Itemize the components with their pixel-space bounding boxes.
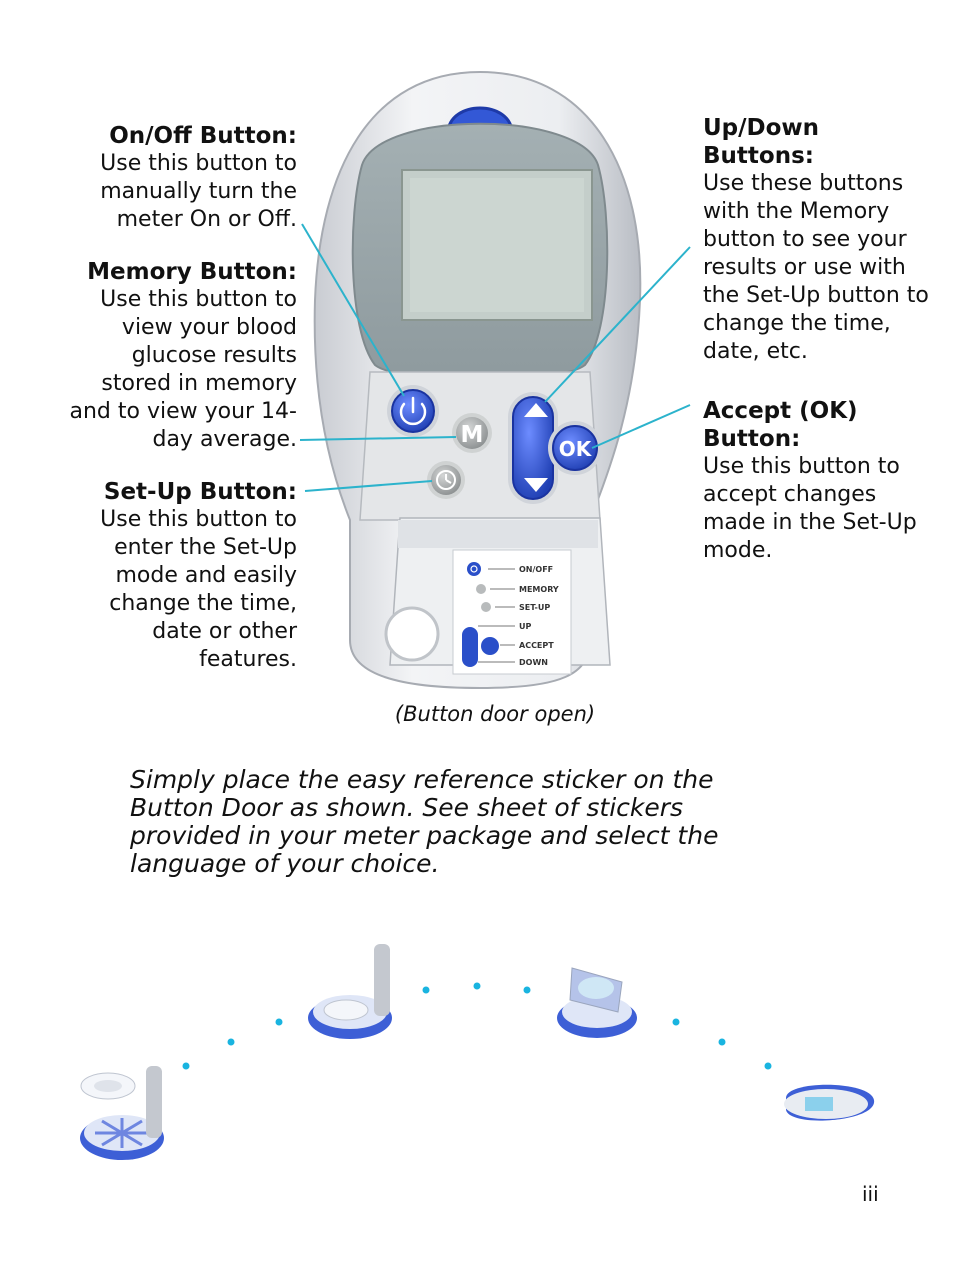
instruction-text: Simply place the easy reference sticker … — [130, 765, 719, 878]
memory-title: Memory Button: — [87, 259, 297, 285]
ok-label: OK — [559, 437, 593, 461]
clock-icon — [436, 470, 456, 490]
accept-title: Accept (OK) Button: — [703, 398, 858, 452]
setup-body: Use this button to enter the Set-Up mode… — [100, 507, 297, 672]
sticker-sequence — [80, 944, 875, 1160]
memory-callout: Memory Button: Use this button to view y… — [60, 258, 297, 454]
onoff-body: Use this button to manually turn the met… — [100, 151, 297, 232]
sequence-step-3 — [557, 967, 637, 1038]
leader-onoff — [301, 223, 405, 397]
page-number: iii — [862, 1182, 879, 1206]
sticker-label-onoff: ON/OFF — [519, 565, 553, 574]
memory-body: Use this button to view your blood gluco… — [69, 287, 297, 452]
onoff-button[interactable] — [387, 385, 439, 437]
door-hole — [384, 606, 440, 662]
leader-updown — [544, 246, 691, 403]
accept-body: Use this button to accept changes made i… — [703, 454, 917, 563]
accept-ok-button[interactable]: OK — [548, 421, 602, 475]
reference-sticker: ON/OFF MEMORY SET-UP UP ACCEPT DOWN — [452, 549, 572, 675]
sticker-label-memory: MEMORY — [519, 585, 559, 594]
leader-lines — [299, 223, 691, 492]
onoff-title: On/Off Button: — [109, 123, 297, 149]
power-icon — [399, 396, 427, 426]
sticker-label-down: DOWN — [519, 658, 548, 667]
setup-callout: Set-Up Button: Use this button to enter … — [60, 478, 297, 674]
onoff-callout: On/Off Button: Use this button to manual… — [60, 122, 297, 234]
up-arrow-icon — [524, 403, 548, 417]
sticker-label-up: UP — [519, 622, 531, 631]
leader-accept — [591, 404, 691, 449]
sticker-label-accept: ACCEPT — [519, 641, 554, 650]
accept-callout: Accept (OK) Button: Use this button to a… — [703, 397, 923, 565]
updown-title: Up/Down Buttons: — [703, 115, 820, 169]
figure-caption: (Button door open) — [394, 702, 596, 726]
leader-memory — [299, 436, 457, 441]
sequence-step-2 — [308, 944, 392, 1039]
sequence-step-4 — [784, 1084, 875, 1121]
down-arrow-icon — [524, 478, 548, 492]
sequence-step-1 — [80, 1066, 164, 1160]
setup-button[interactable] — [427, 461, 465, 499]
sticker-label-setup: SET-UP — [519, 603, 550, 612]
leader-setup — [304, 480, 433, 492]
updown-callout: Up/Down Buttons: Use these buttons with … — [703, 114, 938, 366]
memory-button[interactable]: M — [452, 413, 492, 453]
memory-letter: M — [461, 422, 484, 448]
sequence-dots — [182, 982, 772, 1070]
updown-body: Use these buttons with the Memory button… — [703, 171, 929, 364]
setup-title: Set-Up Button: — [103, 479, 297, 505]
